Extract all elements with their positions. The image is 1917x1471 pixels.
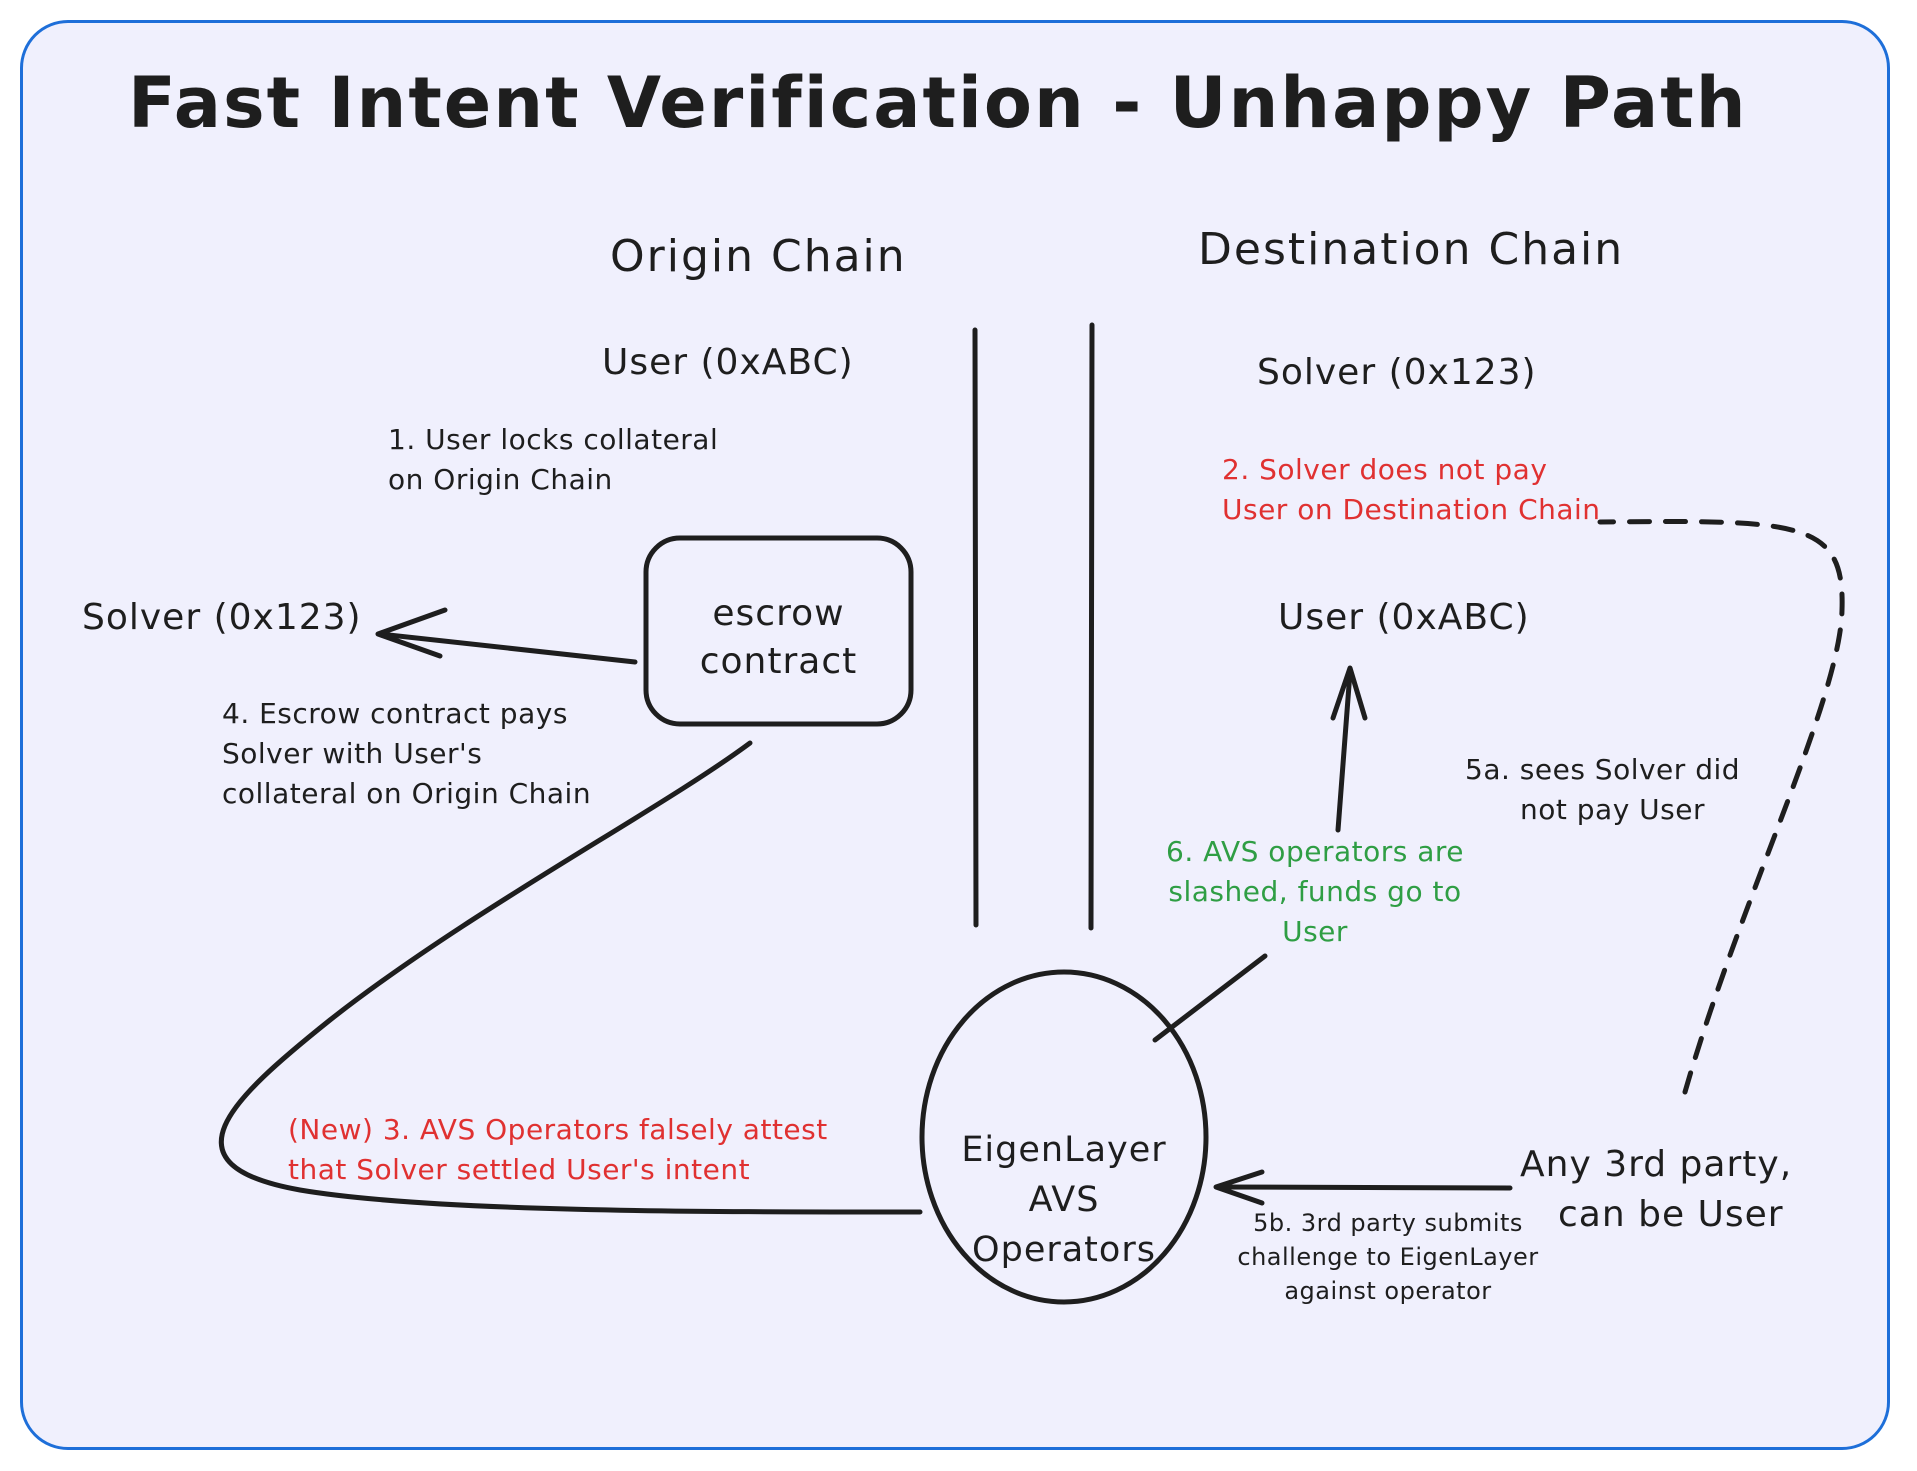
step-6-line-1: 6. AVS operators are	[1166, 835, 1464, 868]
origin-solver-label: Solver (0x123)	[82, 597, 362, 638]
step-3-note: (New) 3. AVS Operators falsely attest th…	[288, 1110, 828, 1190]
origin-user-label: User (0xABC)	[602, 342, 854, 383]
chain-divider-left	[972, 327, 979, 928]
operators-label-line-2: AVS	[1028, 1180, 1100, 1220]
destination-chain-header: Destination Chain	[1198, 224, 1625, 275]
step-5b-line-2: challenge to EigenLayer	[1237, 1243, 1539, 1271]
operators-label-line-1: EigenLayer	[961, 1130, 1167, 1170]
dashed-watch-path	[1597, 519, 1845, 1095]
chain-divider-right	[1088, 322, 1095, 931]
destination-solver-label: Solver (0x123)	[1257, 352, 1537, 393]
arrow-thirdparty-to-operators	[1215, 1184, 1513, 1191]
step-5b-line-3: against operator	[1284, 1277, 1492, 1305]
step-4-line-1: 4. Escrow contract pays	[222, 697, 568, 730]
step-1-note: 1. User locks collateral on Origin Chain	[388, 420, 718, 500]
third-party-line-2: can be User	[1558, 1194, 1784, 1235]
operators-ellipse	[919, 969, 1209, 1305]
step-5a-note: 5a. sees Solver did not pay User	[1465, 750, 1740, 830]
step-6-line-3: User	[1282, 915, 1348, 948]
escrow-contract-label: escrow contract	[646, 590, 911, 686]
arrow-slash-to-user	[1335, 669, 1353, 833]
escrow-contract-box	[643, 535, 914, 727]
operators-label-line-3: Operators	[972, 1230, 1156, 1270]
step-5b-line-1: 5b. 3rd party submits	[1253, 1209, 1523, 1237]
escrow-label-line-1: escrow	[712, 593, 845, 634]
page-title: Fast Intent Verification - Unhappy Path	[128, 62, 1748, 144]
step-6-line-2: slashed, funds go to	[1168, 875, 1462, 908]
step-2-line-1: 2. Solver does not pay	[1222, 453, 1548, 486]
step-3-line-1: (New) 3. AVS Operators falsely attest	[288, 1113, 828, 1146]
step-4-note: 4. Escrow contract pays Solver with User…	[222, 694, 591, 814]
third-party-line-1: Any 3rd party,	[1520, 1144, 1793, 1185]
third-party-label: Any 3rd party, can be User	[1520, 1140, 1792, 1240]
step-1-line-2: on Origin Chain	[388, 463, 613, 496]
step-5a-line-1: 5a. sees Solver did	[1465, 753, 1741, 786]
diagram-frame	[20, 20, 1890, 1450]
escrow-label-line-2: contract	[699, 641, 858, 682]
step-4-line-2: Solver with User's	[222, 737, 483, 770]
step-2-note: 2. Solver does not pay User on Destinati…	[1222, 450, 1601, 530]
arrowhead-solver	[375, 607, 448, 659]
slash-line-lower	[1152, 953, 1268, 1043]
arrowhead-user	[1330, 665, 1368, 721]
operators-label: EigenLayer AVS Operators	[924, 1125, 1204, 1275]
arrowhead-operators	[1213, 1169, 1265, 1206]
destination-user-label: User (0xABC)	[1278, 597, 1530, 638]
step-4-line-3: collateral on Origin Chain	[222, 777, 592, 810]
step-6-note: 6. AVS operators are slashed, funds go t…	[1130, 832, 1500, 952]
attest-curve	[218, 740, 923, 1215]
step-5b-note: 5b. 3rd party submits challenge to Eigen…	[1228, 1206, 1548, 1308]
step-3-line-2: that Solver settled User's intent	[288, 1153, 751, 1186]
step-1-line-1: 1. User locks collateral	[388, 423, 719, 456]
step-5a-line-2: not pay User	[1520, 793, 1705, 826]
step-2-line-2: User on Destination Chain	[1222, 493, 1601, 526]
arrow-escrow-to-solver	[377, 631, 638, 665]
origin-chain-header: Origin Chain	[610, 231, 907, 282]
